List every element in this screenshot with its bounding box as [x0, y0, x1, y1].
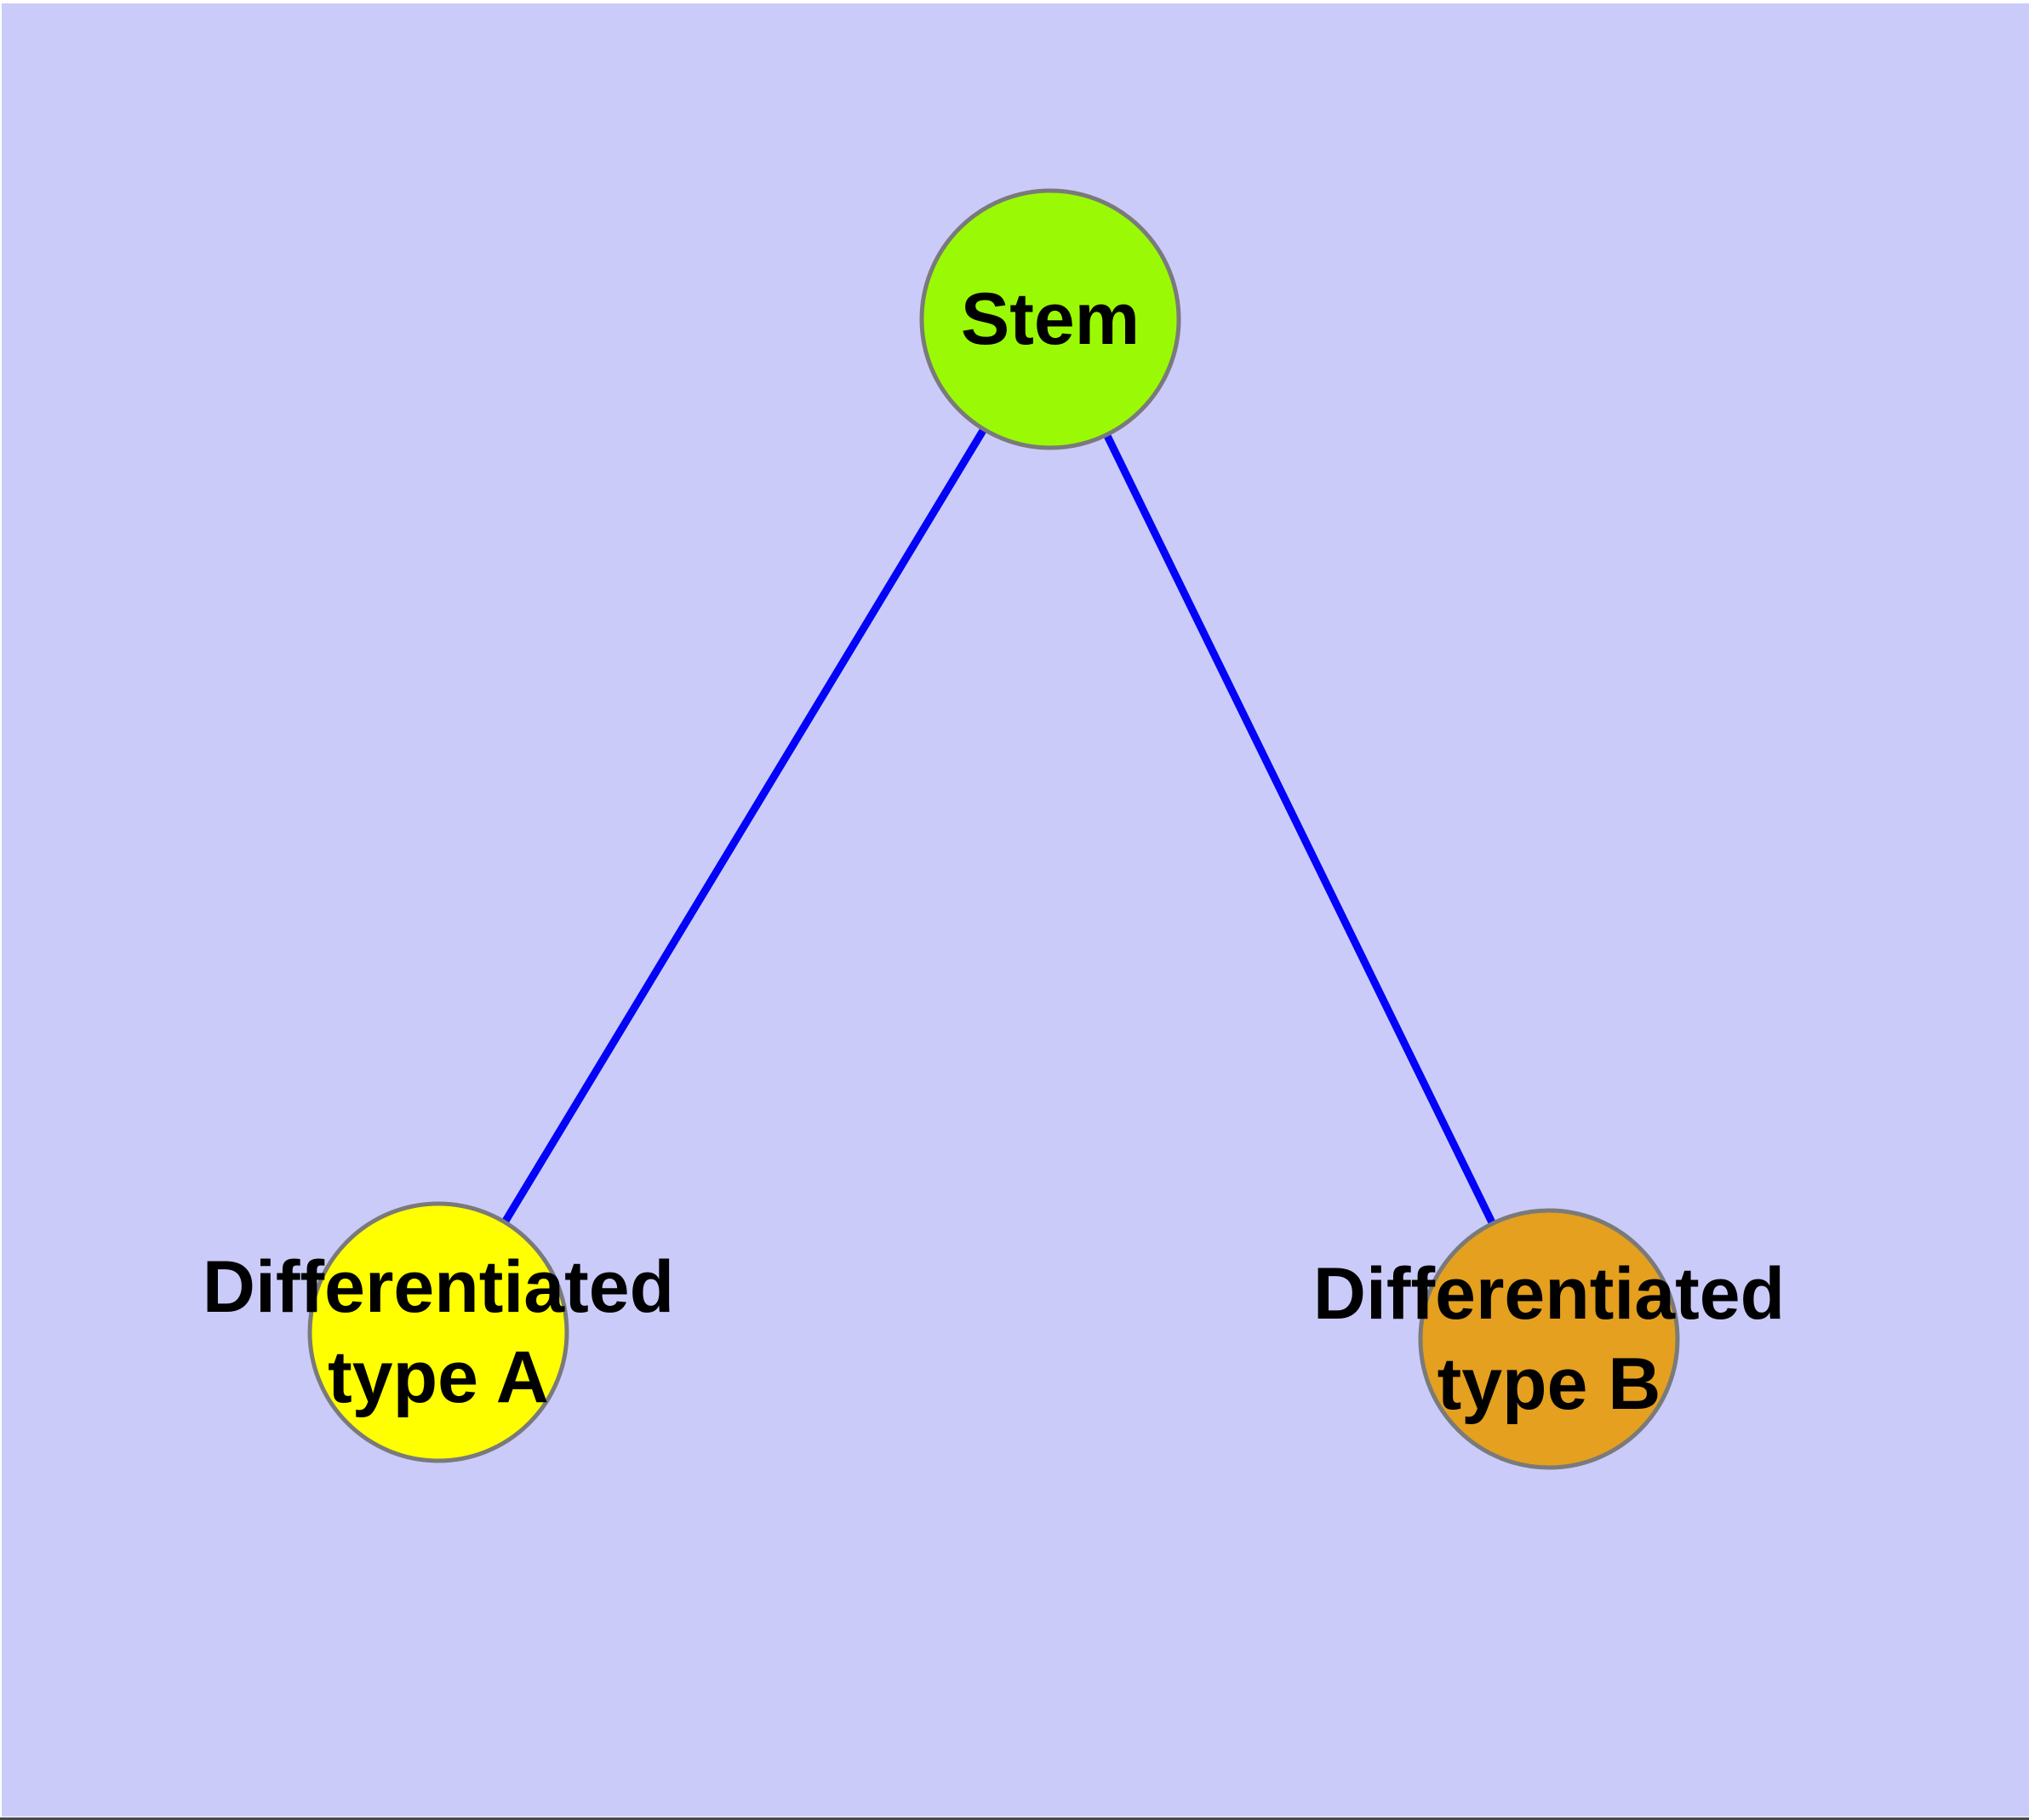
node-stem-circle [919, 188, 1181, 450]
node-differentiated-type-b-label-line2: type B [1437, 1343, 1661, 1425]
edge-stem-to-a [435, 317, 1054, 1335]
node-differentiated-type-a-circle [307, 1201, 569, 1463]
node-differentiated-type-a-label-line2: type A [328, 1336, 549, 1418]
node-differentiated-type-b-label-line1: Differentiated [1313, 1253, 1785, 1335]
node-stem-label-line1: Stem [961, 278, 1140, 360]
node-stem [919, 188, 1181, 450]
window-bottom-border [0, 1817, 2029, 1820]
edges-layer [435, 317, 1553, 1341]
edge-stem-to-b [1046, 318, 1553, 1341]
node-differentiated-type-a-label-line1: Differentiated [203, 1246, 674, 1328]
nodes-layer [307, 188, 1680, 1470]
node-differentiated-type-a [307, 1201, 569, 1463]
node-differentiated-type-b-circle [1418, 1208, 1680, 1470]
node-differentiated-type-b [1418, 1208, 1680, 1470]
